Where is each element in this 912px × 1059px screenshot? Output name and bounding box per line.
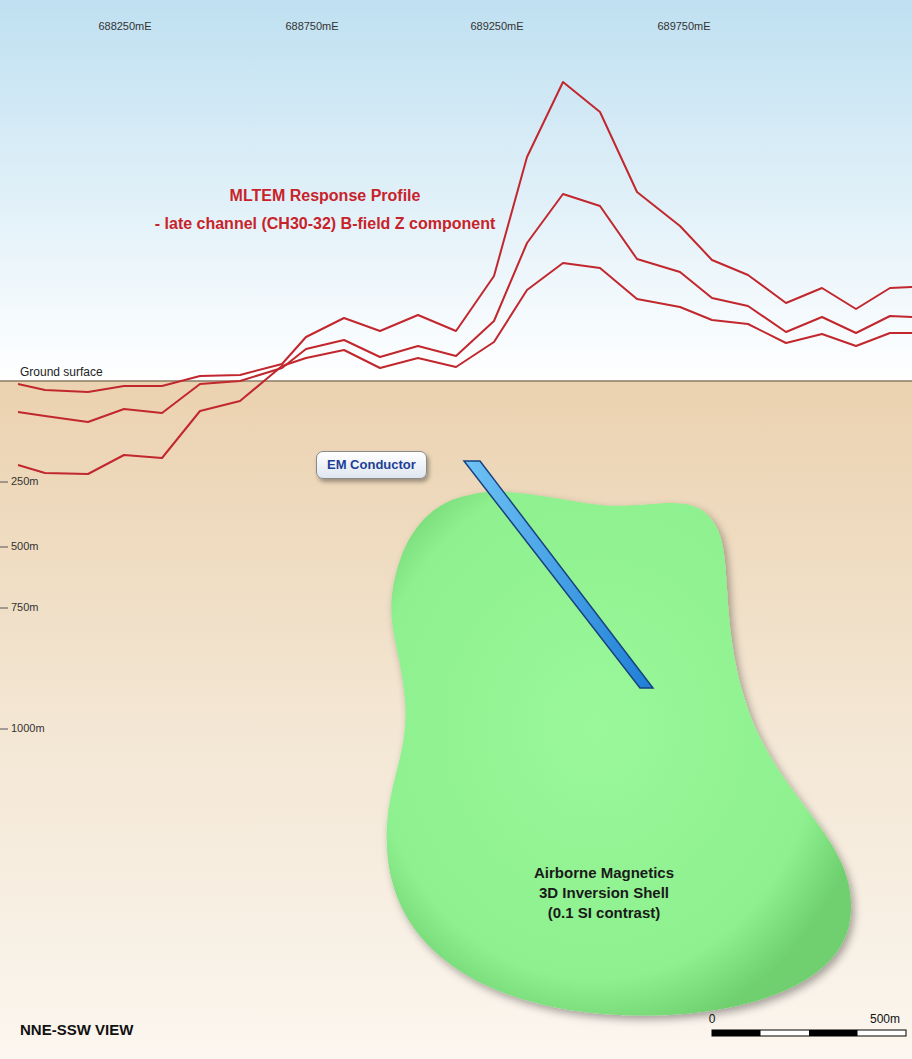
depth-label: 750m xyxy=(11,601,39,613)
scale-bar xyxy=(712,1030,906,1036)
scale-label: 0 xyxy=(709,1012,716,1026)
shell-label: Airborne Magnetics 3D Inversion Shell (0… xyxy=(525,861,684,926)
easting-label: 688750mE xyxy=(285,20,338,32)
ground-surface-label: Ground surface xyxy=(20,365,103,379)
profile-line xyxy=(18,263,912,474)
easting-label: 689750mE xyxy=(657,20,710,32)
scale-label: 500m xyxy=(870,1012,900,1026)
depth-label: 250m xyxy=(11,475,39,487)
mltem-profiles xyxy=(18,82,912,474)
magnetic-inversion-shell xyxy=(387,492,851,1016)
node-text: EM Conductor xyxy=(327,456,416,474)
ground-line xyxy=(0,380,912,382)
easting-label: 688250mE xyxy=(98,20,151,32)
view-label: NNE-SSW VIEW xyxy=(20,1021,133,1038)
profile-title: MLTEM Response Profile xyxy=(230,187,421,205)
easting-label: 689250mE xyxy=(470,20,523,32)
ground xyxy=(0,381,912,1059)
depth-ticks xyxy=(0,482,8,729)
profile-subtitle: - late channel (CH30-32) B-field Z compo… xyxy=(155,215,495,233)
callout-box: EM Conductor xyxy=(316,451,427,479)
profile-line xyxy=(18,82,912,392)
em-conductor-plate xyxy=(464,461,653,688)
node-text: Airborne Magnetics 3D Inversion Shell (0… xyxy=(527,863,682,924)
depth-label: 1000m xyxy=(11,722,45,734)
depth-label: 500m xyxy=(11,540,39,552)
profile-line xyxy=(18,194,912,422)
